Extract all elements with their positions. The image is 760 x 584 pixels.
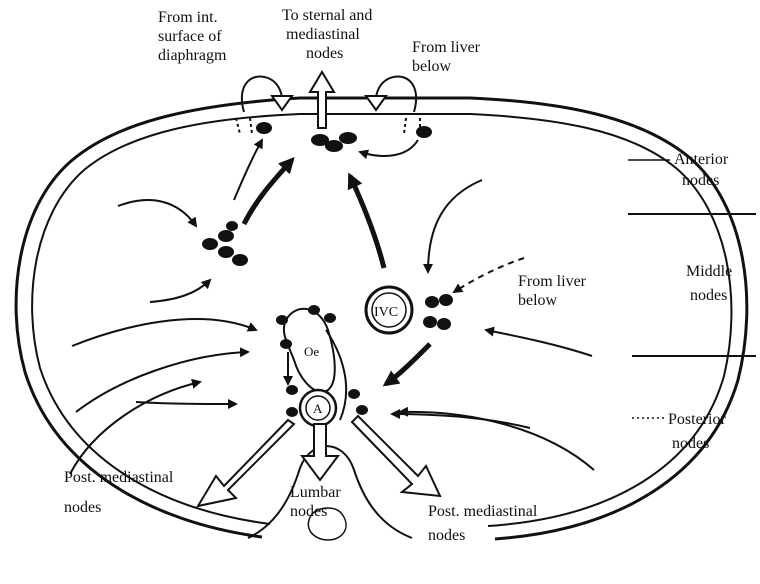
node-post-7 [348,389,360,399]
node-mid-left-3 [218,246,234,258]
node-ant-mid-3 [339,132,357,144]
arrow-from-liver-dashed [454,258,524,292]
node-mid-right-1 [425,296,439,308]
sternal-upward-arrow [310,72,334,128]
open-arrow-lumbar [302,424,338,480]
node-mid-right-3 [423,316,437,328]
label-from-liver-mid: From liver below [518,273,590,309]
arrow-right-node-to-ant [360,140,418,156]
arrow-left-to-midnode [150,280,210,302]
thin-arrows [70,140,594,474]
pierce-left-2 [250,118,252,134]
node-post-1 [276,315,288,325]
label-oesophagus: Oe [304,344,319,359]
open-arrow-right [352,416,440,496]
label-from-int-surface: From int. surface of diaphragm [158,9,227,64]
node-mid-left-4 [232,254,248,266]
thick-midright-to-post [386,344,430,384]
arrow-upper-left-curve [118,200,196,226]
node-post-4 [280,339,292,349]
loop-arrow-right-head [366,96,386,110]
node-post-5 [286,385,298,395]
node-ant-right [416,126,432,138]
node-ant-mid-2 [325,140,343,152]
thick-midleft-to-ant [244,160,292,224]
node-post-8 [356,405,368,415]
pierce-right-1 [404,118,406,134]
label-from-liver-top: From liver below [412,39,484,75]
open-arrow-left [198,420,294,506]
pierce-left-1 [236,118,240,134]
arrow-left-node-to-ant [234,140,262,200]
arrow-right-wall-down [428,180,482,272]
legend-middle: Middle nodes [686,263,736,304]
legend-posterior: Posterior nodes [668,411,730,452]
loop-arrow-right [376,76,416,112]
arrow-left-low-straight [136,402,236,404]
label-aorta: A [313,401,323,416]
thick-ivc-to-ant [350,176,384,268]
label-lumbar: Lumbar nodes [290,484,345,520]
node-post-2 [308,305,320,315]
node-post-6 [286,407,298,417]
loop-arrow-left [242,76,282,112]
arrow-leftmost-sweep [70,382,200,474]
label-to-sternal: To sternal and mediastinal nodes [282,7,376,62]
node-mid-left-2 [218,230,234,242]
node-mid-left-1 [202,238,218,250]
arrow-right-wall-mid [486,330,592,356]
node-mid-right-2 [439,294,453,306]
node-mid-left-5 [226,221,238,231]
label-ivc: IVC [374,305,398,320]
label-post-mediastinal-right: Post. mediastinal nodes [428,503,541,544]
arrow-left-wall-mid [72,319,256,346]
node-mid-right-4 [437,318,451,330]
node-ant-left [256,122,272,134]
loop-arrow-left-head [272,96,292,110]
node-post-3 [324,313,336,323]
